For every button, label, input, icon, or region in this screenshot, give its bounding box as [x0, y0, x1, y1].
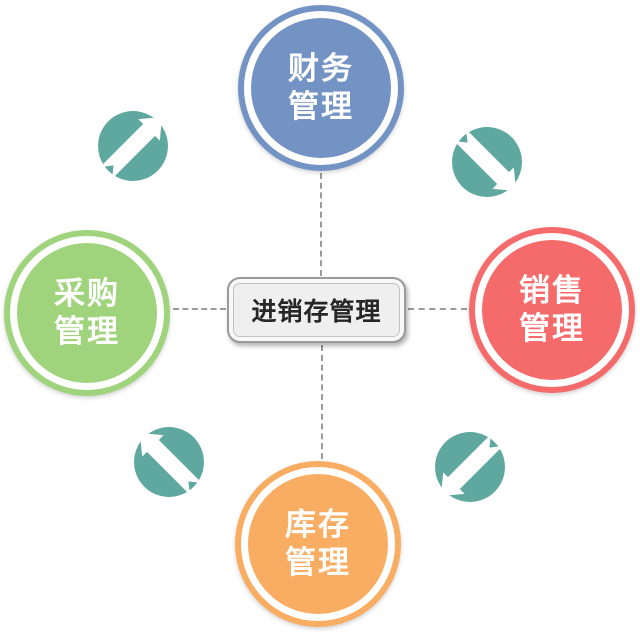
node-finance-label-line1: 财务 — [288, 51, 354, 87]
node-sales-label-line1: 销售 — [519, 273, 585, 309]
connector-top — [320, 173, 322, 276]
cycle-arrow-up-left-icon — [131, 424, 207, 500]
center-node-label: 进销存管理 — [251, 297, 382, 326]
node-inventory: 库存 管理 — [235, 461, 401, 627]
connector-bottom — [321, 345, 323, 459]
center-node: 进销存管理 — [227, 277, 406, 343]
cycle-arrow-up-right-icon — [95, 108, 171, 184]
node-finance: 财务 管理 — [238, 5, 404, 171]
node-purchasing: 采购 管理 — [4, 230, 170, 396]
node-inventory-label-line2: 管理 — [285, 545, 351, 581]
node-purchasing-label-line2: 管理 — [54, 314, 120, 350]
node-purchasing-label-line1: 采购 — [54, 276, 120, 312]
node-sales-label-line2: 管理 — [519, 311, 585, 347]
cycle-arrow-down-left-icon — [432, 429, 508, 505]
node-inventory-label-line1: 库存 — [285, 507, 351, 543]
node-purchasing-disc: 采购 管理 — [17, 243, 157, 383]
node-inventory-disc: 库存 管理 — [248, 474, 388, 614]
node-sales: 销售 管理 — [469, 227, 635, 393]
connector-left — [173, 308, 226, 310]
node-finance-disc: 财务 管理 — [251, 18, 391, 158]
node-finance-label-line2: 管理 — [288, 89, 354, 125]
node-sales-disc: 销售 管理 — [482, 240, 622, 380]
cycle-arrow-down-right-icon — [449, 124, 525, 200]
connector-right — [408, 308, 467, 310]
